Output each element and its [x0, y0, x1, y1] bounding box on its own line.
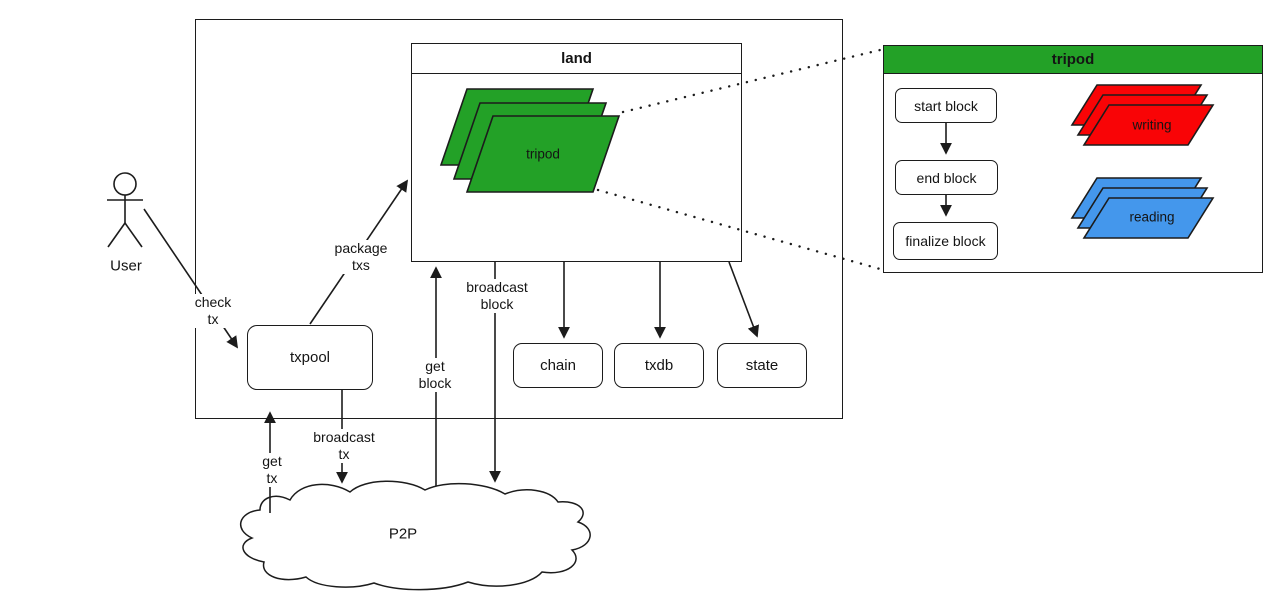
broadcast-tx-label: broadcast tx — [311, 429, 377, 463]
user-label: User — [110, 257, 142, 275]
finalize-block-node: finalize block — [893, 222, 998, 260]
state-node: state — [717, 343, 807, 388]
land-package-header: land — [412, 44, 741, 74]
package-txs-label: package txs — [332, 240, 390, 274]
tripod-panel-title: tripod — [1051, 51, 1095, 68]
chain-node: chain — [513, 343, 603, 388]
end-block-label: end block — [916, 169, 977, 186]
tripod-panel-header: tripod — [884, 46, 1262, 74]
reading-label: reading — [1129, 209, 1175, 225]
finalize-block-label: finalize block — [905, 233, 986, 249]
start-block-label: start block — [914, 97, 978, 114]
state-label: state — [745, 357, 779, 374]
land-package-box: land — [411, 43, 742, 262]
end-block-node: end block — [895, 160, 998, 195]
check-tx-label: check tx — [192, 294, 234, 328]
txdb-node: txdb — [614, 343, 704, 388]
p2p-label: P2P — [388, 525, 418, 543]
user-actor-icon — [107, 172, 143, 248]
start-block-node: start block — [895, 88, 997, 123]
txpool-label: txpool — [289, 349, 331, 366]
chain-label: chain — [540, 357, 576, 374]
txdb-label: txdb — [644, 357, 674, 374]
tripod-stack-label: tripod — [526, 146, 560, 162]
txpool-node: txpool — [247, 325, 373, 390]
get-tx-label: get tx — [260, 453, 284, 487]
get-block-label: get block — [416, 358, 454, 392]
land-title: land — [561, 50, 592, 67]
writing-label: writing — [1132, 117, 1172, 133]
broadcast-block-label: broadcast block — [464, 279, 530, 313]
